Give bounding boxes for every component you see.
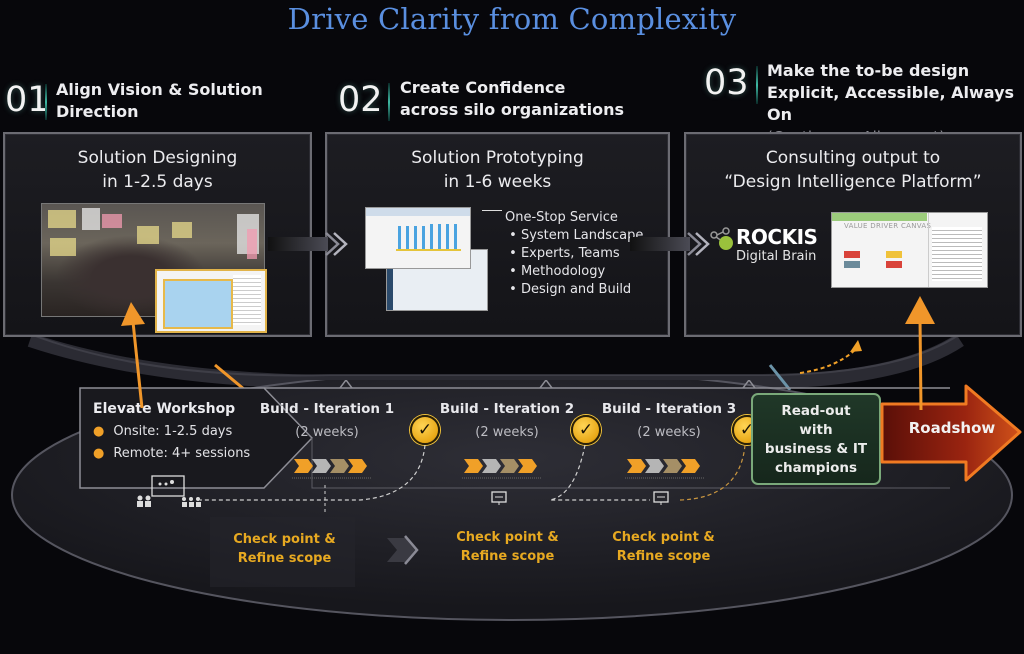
progress-chevrons-1 (292, 459, 372, 479)
step-heading-line: Direction (56, 102, 139, 121)
service-heading: One-Stop Service (505, 210, 618, 225)
arc-accent-orange (214, 363, 246, 392)
workshop-item-label: Onsite: 1-2.5 days (113, 424, 233, 439)
rockis-logo-text: ROCKIS (736, 225, 818, 249)
checkpoint-3: Check point & Refine scope (601, 528, 726, 566)
up-arrow-to-panel-3 (905, 296, 935, 411)
iteration-2: Build - Iteration 2 (2 weeks) (432, 401, 582, 440)
service-item: • Experts, Teams (505, 246, 620, 261)
step-heading-02: Create Confidence across silo organizati… (400, 77, 624, 121)
workshop-item: ● Onsite: 1-2.5 days (93, 421, 250, 443)
panel-title: Consulting output to “Design Intelligenc… (686, 146, 1020, 194)
rockis-logo-tagline: Digital Brain (736, 249, 817, 264)
step-heading-line: Explicit, Accessible, Always On (767, 83, 1015, 124)
chevron-right-icon (387, 535, 419, 565)
roadshow-arrow (880, 384, 1022, 482)
service-item: • System Landscape (505, 228, 644, 243)
readout-box: Read-out with business & IT champions (751, 393, 881, 485)
iteration-1: Build - Iteration 1 (2 weeks) (252, 401, 402, 440)
step-heading-01: Align Vision & Solution Direction (56, 79, 263, 123)
check-circle-icon: ✓ (571, 415, 601, 445)
value-driver-canvas-screenshot: VALUE DRIVER CANVAS (831, 212, 988, 288)
iteration-title: Build - Iteration 3 (601, 401, 737, 417)
step-heading-line: Align Vision & Solution (56, 80, 263, 99)
iteration-title: Build - Iteration 1 (259, 401, 395, 417)
rockis-logo-icon (710, 227, 733, 250)
progress-chevrons-3 (625, 459, 705, 479)
step-heading-line: Make the to-be design (767, 61, 970, 80)
connector-line (482, 210, 502, 211)
step-number-03: 03 (704, 63, 749, 103)
panel-title-line: Consulting output to (765, 148, 941, 168)
panel-title-line: “Design Intelligence Platform” (724, 172, 982, 192)
iteration-duration: (2 weeks) (637, 425, 701, 440)
arc-accent-blue (768, 364, 792, 391)
iteration-duration: (2 weeks) (295, 425, 359, 440)
panel-title-line: Solution Prototyping (411, 148, 584, 168)
panel-solution-prototyping: Solution Prototyping in 1-6 weeks One-St… (325, 132, 670, 337)
slide-title: Drive Clarity from Complexity (287, 2, 737, 36)
iteration-title: Build - Iteration 2 (439, 401, 575, 417)
panel-title-line: Solution Designing (77, 148, 238, 168)
checkpoint-1: Check point & Refine scope (222, 530, 347, 568)
workshop-people-icon (137, 475, 201, 507)
panel-title: Solution Designing in 1-2.5 days (5, 146, 310, 194)
iteration-3: Build - Iteration 3 (2 weeks) (594, 401, 744, 440)
progress-chevrons-2 (462, 459, 542, 479)
readout-line: Read-out (781, 403, 851, 419)
prototype-screenshot-chart (365, 207, 471, 269)
up-arrow-to-panel-1 (121, 302, 145, 409)
step-divider (388, 83, 390, 121)
readout-line: champions (774, 460, 857, 476)
service-item: • Design and Build (505, 282, 632, 297)
roadshow-label: Roadshow (908, 419, 996, 437)
step-number-02: 02 (338, 80, 383, 120)
workshop-chevron (79, 387, 314, 489)
step-divider (756, 66, 758, 104)
checkpoint-line: Refine scope (237, 551, 332, 566)
presentation-board-icon (491, 491, 507, 505)
bullet-icon: ● (93, 424, 105, 439)
step-divider (45, 84, 47, 120)
workshop-title: Elevate Workshop (93, 401, 236, 417)
checkpoint-line: Check point & (233, 532, 336, 547)
checkpoint-line: Check point & (612, 530, 715, 545)
checkpoint-connectors (200, 444, 746, 515)
service-item: • Methodology (505, 264, 606, 279)
flow-arrow-1-to-2 (268, 229, 348, 259)
service-item-label: System Landscape (520, 228, 644, 243)
timeline-band (79, 380, 950, 489)
checkpoint-line: Check point & (456, 530, 559, 545)
presentation-board-icon (653, 491, 669, 505)
checkpoint-line: Refine scope (460, 549, 555, 564)
panel-title-line: in 1-6 weeks (443, 172, 552, 192)
panel-consulting-output: Consulting output to “Design Intelligenc… (684, 132, 1022, 337)
workshop-item-label: Remote: 4+ sessions (113, 446, 251, 461)
arrow-head (850, 340, 862, 352)
checkpoint-line: Refine scope (616, 549, 711, 564)
panel-title: Solution Prototyping in 1-6 weeks (327, 146, 668, 194)
canvas-label: VALUE DRIVER CANVAS (844, 222, 932, 230)
step-heading-line: across silo organizations (400, 100, 624, 119)
readout-line: business & IT (764, 441, 868, 457)
iteration-duration: (2 weeks) (475, 425, 539, 440)
bullet-icon: ● (93, 446, 105, 461)
workshop-item: ● Remote: 4+ sessions (93, 443, 250, 465)
step-heading-line: Create Confidence (400, 78, 566, 97)
service-item-label: Methodology (520, 264, 606, 279)
step-number-01: 01 (5, 80, 50, 120)
service-item-label: Design and Build (520, 282, 632, 297)
flow-arrow-2-to-3 (630, 229, 710, 259)
elevate-workshop: Elevate Workshop ● Onsite: 1-2.5 days ● Re… (93, 401, 250, 465)
service-list: One-Stop Service • System Landscape • Ex… (505, 209, 643, 299)
check-circle-icon: ✓ (410, 415, 440, 445)
panel-title-line: in 1-2.5 days (102, 172, 213, 192)
checkpoint-2: Check point & Refine scope (445, 528, 570, 566)
readout-line: with (799, 422, 833, 438)
panel-solution-designing: Solution Designing in 1-2.5 days (3, 132, 312, 337)
service-item-label: Experts, Teams (520, 246, 620, 261)
process-map-screenshot (155, 269, 267, 333)
